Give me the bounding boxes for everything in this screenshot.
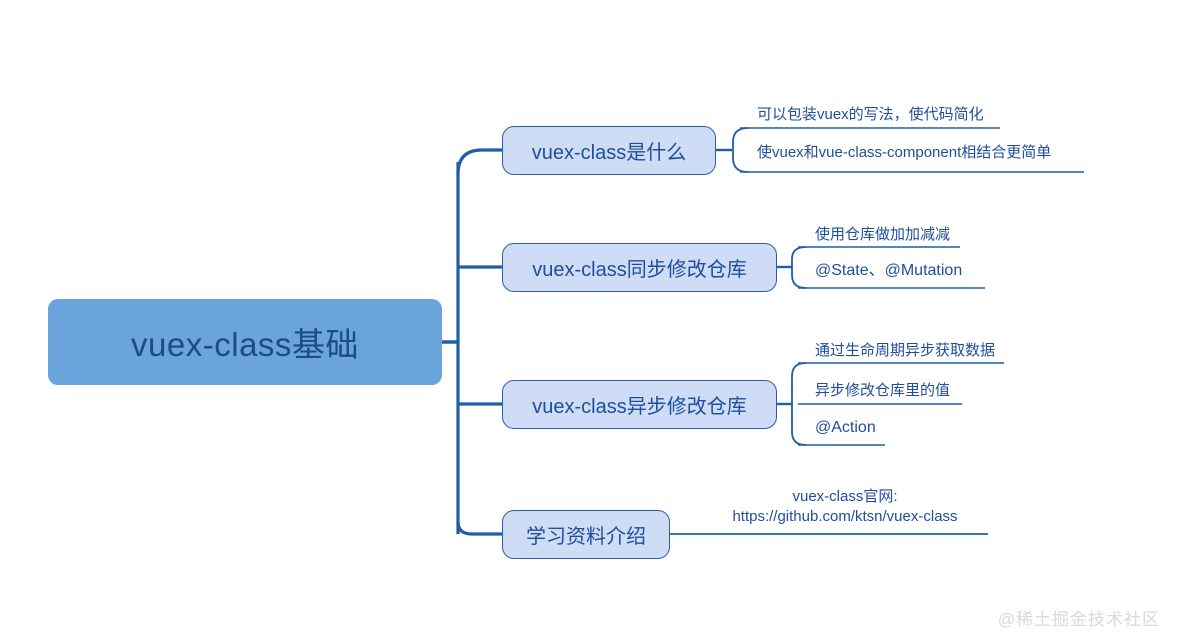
leaf-b3-1: 通过生命周期异步获取数据 [815, 342, 996, 359]
branch-node-2-label: vuex-class同步修改仓库 [532, 259, 747, 281]
branch-node-4[interactable]: 学习资料介绍 [502, 510, 670, 559]
root-node[interactable]: vuex-class基础 [48, 299, 442, 385]
branch-node-1-label: vuex-class是什么 [531, 142, 687, 164]
bracket-branch-1 [732, 127, 749, 173]
leaf-b1-1: 可以包装vuex的写法，使代码简化 [757, 106, 984, 123]
bracket-branch-3 [791, 362, 807, 446]
leaf-b4-1-line1: vuex-class官网: [792, 488, 898, 505]
branch-node-3[interactable]: vuex-class异步修改仓库 [502, 380, 777, 429]
branch-node-2[interactable]: vuex-class同步修改仓库 [502, 243, 777, 292]
leaf-b3-2: 异步修改仓库里的值 [815, 382, 951, 399]
connector-branch-1 [456, 148, 504, 176]
branch-node-3-label: vuex-class异步修改仓库 [532, 396, 747, 418]
leaf-b4-1: vuex-class官网: https://github.com/ktsn/vu… [700, 487, 990, 528]
bracket-branch-2 [791, 246, 807, 289]
leaf-b3-3: @Action [815, 419, 876, 436]
root-node-label: vuex-class基础 [131, 326, 359, 363]
connector-branch-4 [456, 520, 504, 536]
watermark: @稀土掘金技术社区 [997, 610, 1160, 629]
branch-node-1[interactable]: vuex-class是什么 [502, 126, 716, 175]
leaf-b2-2: @State、@Mutation [815, 262, 963, 279]
branch-node-4-label: 学习资料介绍 [526, 526, 646, 548]
leaf-b4-1-line2: https://github.com/ktsn/vuex-class [732, 508, 958, 526]
leaf-b2-1: 使用仓库做加加减减 [815, 226, 951, 243]
leaf-b1-2: 使vuex和vue-class-component相结合更简单 [757, 144, 1052, 161]
